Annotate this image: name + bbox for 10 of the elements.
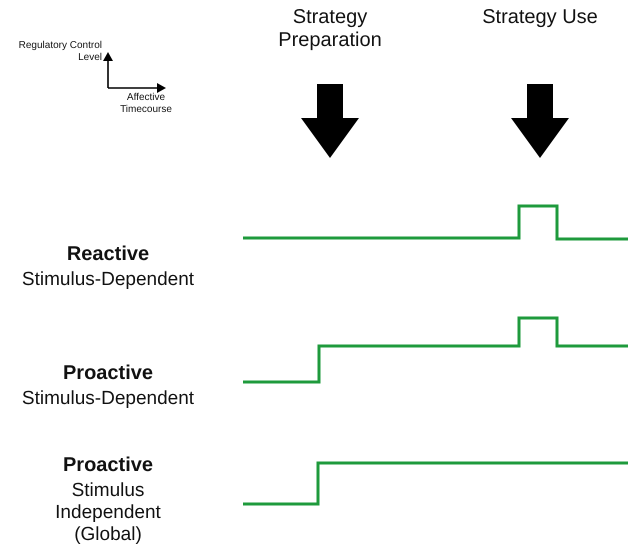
column-heading: Strategy Preparation	[277, 6, 383, 52]
row-label: Stimulus-Dependent	[20, 269, 196, 291]
row-label: Stimulus-Dependent	[20, 388, 196, 410]
row-label: Stimulus Independent (Global)	[54, 480, 162, 546]
axis-label: Regulatory Control Level	[18, 40, 102, 63]
row-heading: Proactive	[62, 362, 154, 385]
row-heading: Proactive	[62, 454, 154, 477]
column-heading: Strategy Use	[481, 6, 599, 29]
axis-label: Affective Timecourse	[119, 92, 173, 115]
row-heading: Reactive	[66, 243, 150, 266]
